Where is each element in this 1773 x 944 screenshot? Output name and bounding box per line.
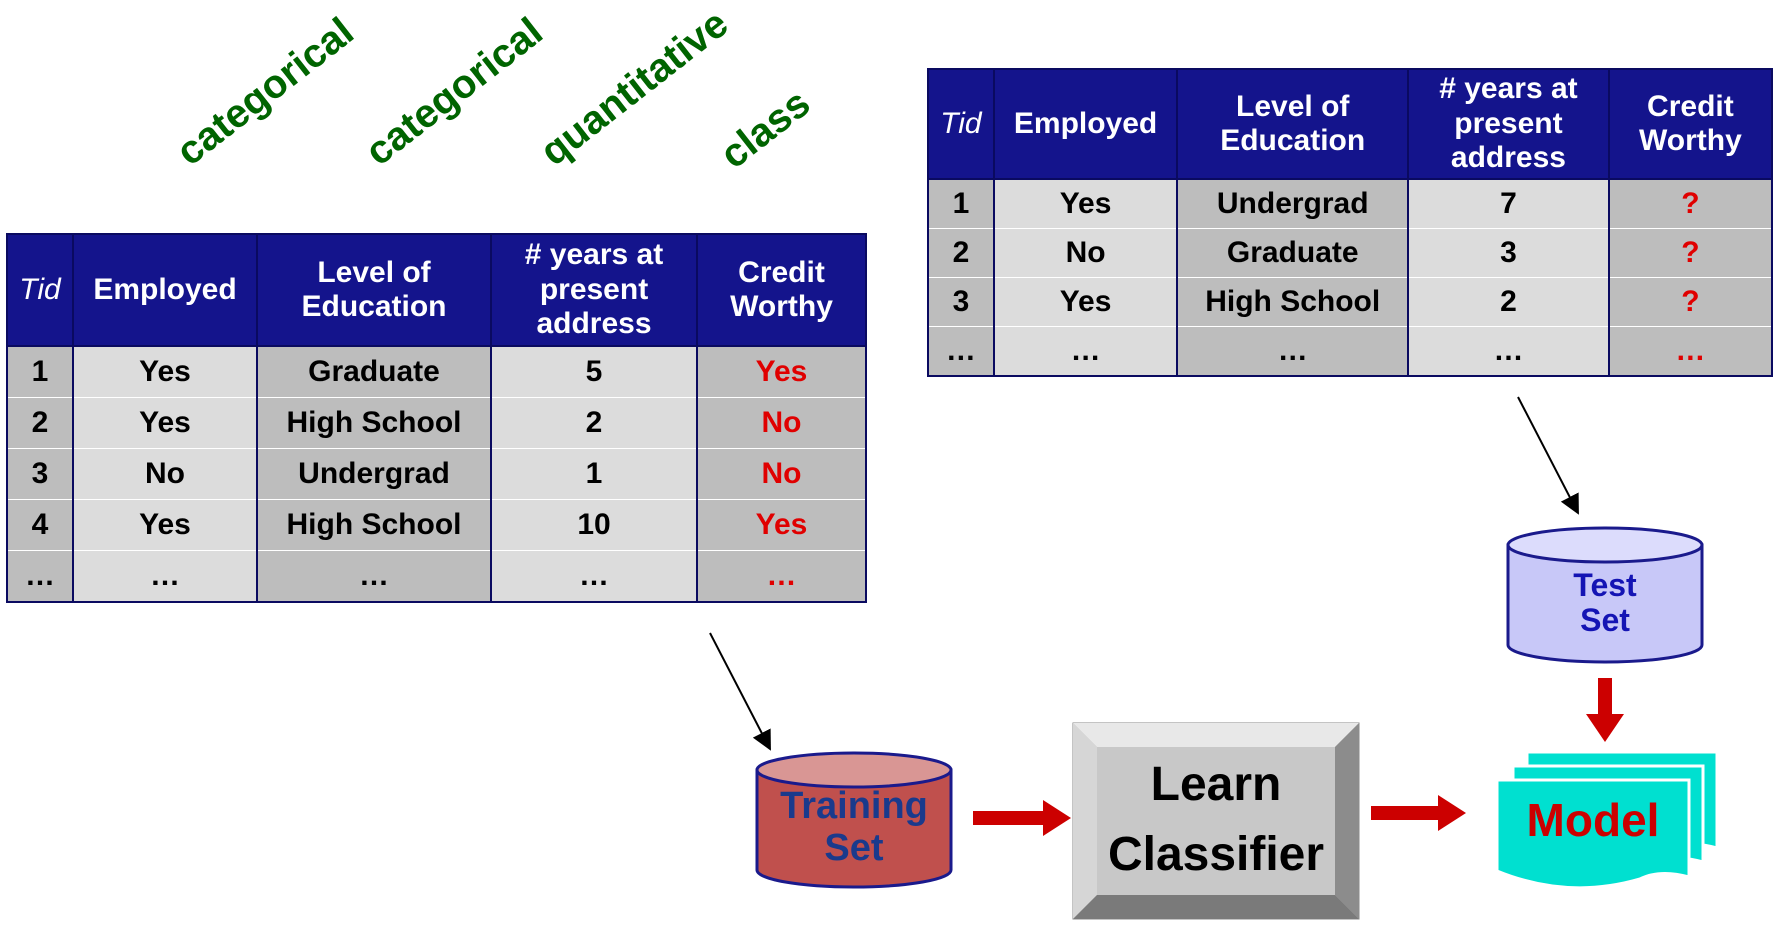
header-tid: Tid xyxy=(6,233,74,347)
cell-education: Undergrad xyxy=(1176,178,1410,229)
model-document-stack xyxy=(1495,750,1719,890)
cell-credit-worthy: ? xyxy=(1607,277,1773,327)
model-label: Model xyxy=(1526,794,1660,846)
table-row: 2 Yes High School 2 No xyxy=(6,397,867,449)
connector-test-table-to-set xyxy=(1517,396,1579,515)
cell-employed: Yes xyxy=(72,397,258,449)
cell-employed: Yes xyxy=(72,345,258,398)
learn-classifier-box xyxy=(1072,722,1360,920)
cell-employed: Yes xyxy=(72,499,258,551)
cell-tid: 3 xyxy=(927,277,995,327)
cell-years: 2 xyxy=(1407,277,1610,327)
table-row: 4 Yes High School 10 Yes xyxy=(6,499,867,551)
cell-tid: 2 xyxy=(927,228,995,278)
cell-tid: 1 xyxy=(6,345,74,398)
learn-classifier-label: Learn Classifier xyxy=(1073,750,1359,889)
cell-tid: 3 xyxy=(6,448,74,500)
training-table-header: Tid Employed Level of Education # years … xyxy=(6,233,867,347)
table-row: 2 No Graduate 3 ? xyxy=(927,228,1773,278)
cell-years: 1 xyxy=(490,448,698,500)
cell-employed: … xyxy=(992,326,1179,377)
cell-credit-worthy: ? xyxy=(1607,178,1773,229)
cell-credit-worthy: Yes xyxy=(696,499,867,551)
training-table: Tid Employed Level of Education # years … xyxy=(6,233,867,603)
cell-credit-worthy: Yes xyxy=(696,345,867,398)
cell-education: High School xyxy=(1176,277,1410,327)
cell-credit-worthy: No xyxy=(696,397,867,449)
cell-education: … xyxy=(256,550,492,603)
arrow-training-to-learn xyxy=(973,800,1071,836)
training-set-label: Training Set xyxy=(757,785,951,870)
cell-credit-worthy: … xyxy=(696,550,867,603)
cell-education: Graduate xyxy=(1176,228,1410,278)
header-employed: Employed xyxy=(992,68,1179,180)
training-set-cylinder xyxy=(755,751,953,889)
connector-training-table-to-set xyxy=(709,632,771,751)
learn-classifier-label-line2: Classifier xyxy=(1107,827,1325,881)
cell-years: 3 xyxy=(1407,228,1610,278)
header-credit-worthy: Credit Worthy xyxy=(696,233,867,347)
header-years: # years at present address xyxy=(490,233,698,347)
cell-employed: … xyxy=(72,550,258,603)
arrow-test-to-model xyxy=(1586,678,1624,742)
cell-credit-worthy: No xyxy=(696,448,867,500)
cell-education: Graduate xyxy=(256,345,492,398)
table-row: 1 Yes Undergrad 7 ? xyxy=(927,178,1773,229)
header-education: Level of Education xyxy=(256,233,492,347)
header-years: # years at present address xyxy=(1407,68,1610,180)
cell-years: … xyxy=(1407,326,1610,377)
cell-employed: No xyxy=(72,448,258,500)
cell-tid: … xyxy=(927,326,995,377)
cell-tid: 1 xyxy=(927,178,995,229)
test-table: Tid Employed Level of Education # years … xyxy=(927,68,1773,377)
cell-credit-worthy: ? xyxy=(1607,228,1773,278)
cell-tid: … xyxy=(6,550,74,603)
cell-tid: 2 xyxy=(6,397,74,449)
cell-employed: No xyxy=(992,228,1179,278)
table-row: … … … … … xyxy=(927,326,1773,377)
table-row: 3 Yes High School 2 ? xyxy=(927,277,1773,327)
training-set-label-line2: Set xyxy=(824,826,884,869)
arrow-learn-to-model xyxy=(1371,795,1466,831)
test-set-label-line2: Set xyxy=(1580,602,1630,639)
cell-employed: Yes xyxy=(992,178,1179,229)
cell-years: 5 xyxy=(490,345,698,398)
training-set-label-line1: Training xyxy=(780,785,928,827)
header-credit-worthy: Credit Worthy xyxy=(1607,68,1773,180)
cell-credit-worthy: … xyxy=(1607,326,1773,377)
test-set-label-line1: Test xyxy=(1573,567,1637,603)
test-set-cylinder xyxy=(1506,526,1704,664)
cell-employed: Yes xyxy=(992,277,1179,327)
header-employed: Employed xyxy=(72,233,258,347)
cell-education: High School xyxy=(256,397,492,449)
header-education: Level of Education xyxy=(1176,68,1410,180)
cell-years: 7 xyxy=(1407,178,1610,229)
test-set-label: Test Set xyxy=(1508,567,1702,639)
cell-education: High School xyxy=(256,499,492,551)
cell-education: Undergrad xyxy=(256,448,492,500)
header-tid: Tid xyxy=(927,68,995,180)
cell-years: 2 xyxy=(490,397,698,449)
table-row: 1 Yes Graduate 5 Yes xyxy=(6,345,867,398)
cell-years: … xyxy=(490,550,698,603)
cell-years: 10 xyxy=(490,499,698,551)
table-row: 3 No Undergrad 1 No xyxy=(6,448,867,500)
cell-tid: 4 xyxy=(6,499,74,551)
test-table-header: Tid Employed Level of Education # years … xyxy=(927,68,1773,180)
learn-classifier-label-line1: Learn xyxy=(1150,758,1282,811)
cell-education: … xyxy=(1176,326,1410,377)
table-row: … … … … … xyxy=(6,550,867,603)
